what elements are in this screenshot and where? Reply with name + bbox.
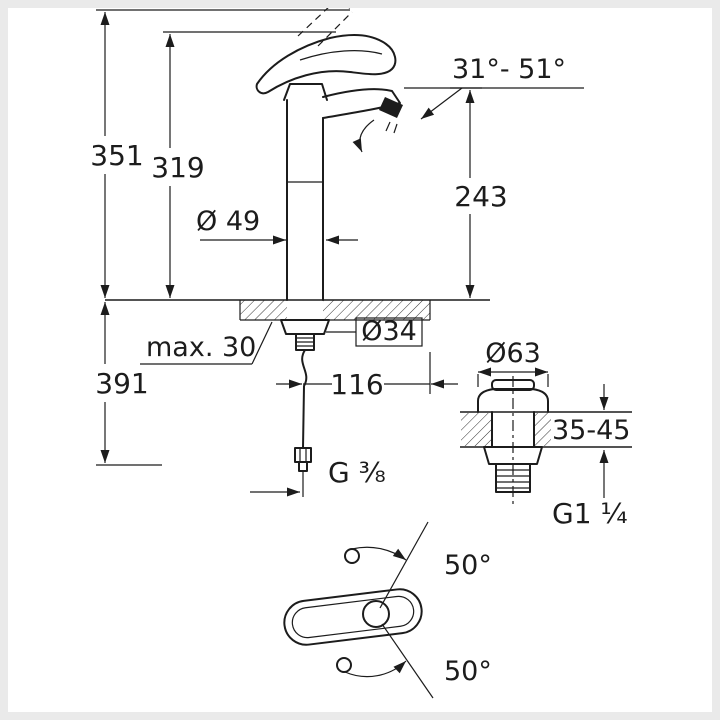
flange-diameter-label: Ø63 [485, 338, 541, 369]
lever-top-view [283, 521, 434, 699]
waste-threaded-body [495, 463, 531, 493]
body-diameter-label: Ø 49 [196, 206, 260, 237]
dim-spout-height-label: 243 [454, 180, 507, 213]
dimension-lines-front [96, 9, 584, 497]
hose-line [301, 349, 308, 449]
hose-connector-nut [294, 447, 312, 463]
swivel-line-upper [379, 521, 429, 609]
lever-end-position-upper [344, 548, 360, 564]
dim-total-height-label: 351 [90, 139, 143, 172]
hose-thread-tip [298, 461, 308, 472]
dim-spout-reach-label: 116 [330, 368, 383, 401]
supply-thread-label: G ³⁄₈ [328, 456, 386, 489]
swivel-arc-lower [344, 660, 407, 678]
water-stream-line [393, 123, 398, 134]
lever-top-outline [283, 588, 423, 646]
waste-deck-hatch-right [535, 413, 551, 446]
aerator [379, 97, 403, 118]
lever-handle [255, 34, 397, 95]
swivel-angle-lower-label: 50° [444, 656, 492, 687]
faucet-front-view [255, 3, 403, 301]
waste-locknut [483, 446, 543, 465]
supply-hose [294, 349, 312, 497]
spout [322, 88, 403, 153]
waste-thread-label: G1 ¹⁄₄ [552, 497, 628, 530]
spout-angle-range-label: 31°- 51° [452, 54, 566, 85]
faucet-body [286, 99, 324, 301]
angle-leader-arrow [420, 87, 463, 120]
dashed-lever-tip [331, 3, 353, 13]
water-stream-line [385, 121, 391, 132]
lever-pivot-hole [362, 600, 390, 628]
mounting-nut [280, 319, 330, 335]
lever-dome [283, 83, 328, 101]
spout-outline [322, 88, 401, 119]
deck-range-label: 35-45 [552, 415, 630, 446]
push-open-button [491, 379, 535, 391]
swivel-angle-upper-label: 50° [444, 550, 492, 581]
dim-lever-height-label: 319 [151, 151, 204, 184]
dimension-labels: 351 319 243 31°- 51° Ø 49 max. 30 Ø34 39… [90, 54, 630, 687]
dim-below-deck-label: 391 [95, 367, 148, 400]
lever-top-inner-line [291, 595, 415, 639]
deck-hatch-right [323, 300, 430, 320]
max30-leader [251, 321, 273, 365]
deck-section [105, 299, 490, 321]
spout-motion-arrow [352, 119, 375, 153]
max-deck-thickness-label: max. 30 [146, 332, 256, 363]
mounting-hardware [280, 319, 330, 351]
hole-diameter-label: Ø34 [361, 316, 417, 347]
waste-deck-hatch-left [461, 413, 491, 446]
lever-detail-line [299, 50, 383, 61]
swivel-arc-upper [351, 546, 407, 561]
deck-hatch-left [240, 300, 287, 320]
waste-fitting-view [460, 367, 632, 504]
dashed-lever-line [297, 3, 333, 37]
dashed-lever-line [317, 11, 353, 47]
lever-end-position-lower [336, 657, 352, 673]
swivel-line-lower [381, 623, 434, 699]
